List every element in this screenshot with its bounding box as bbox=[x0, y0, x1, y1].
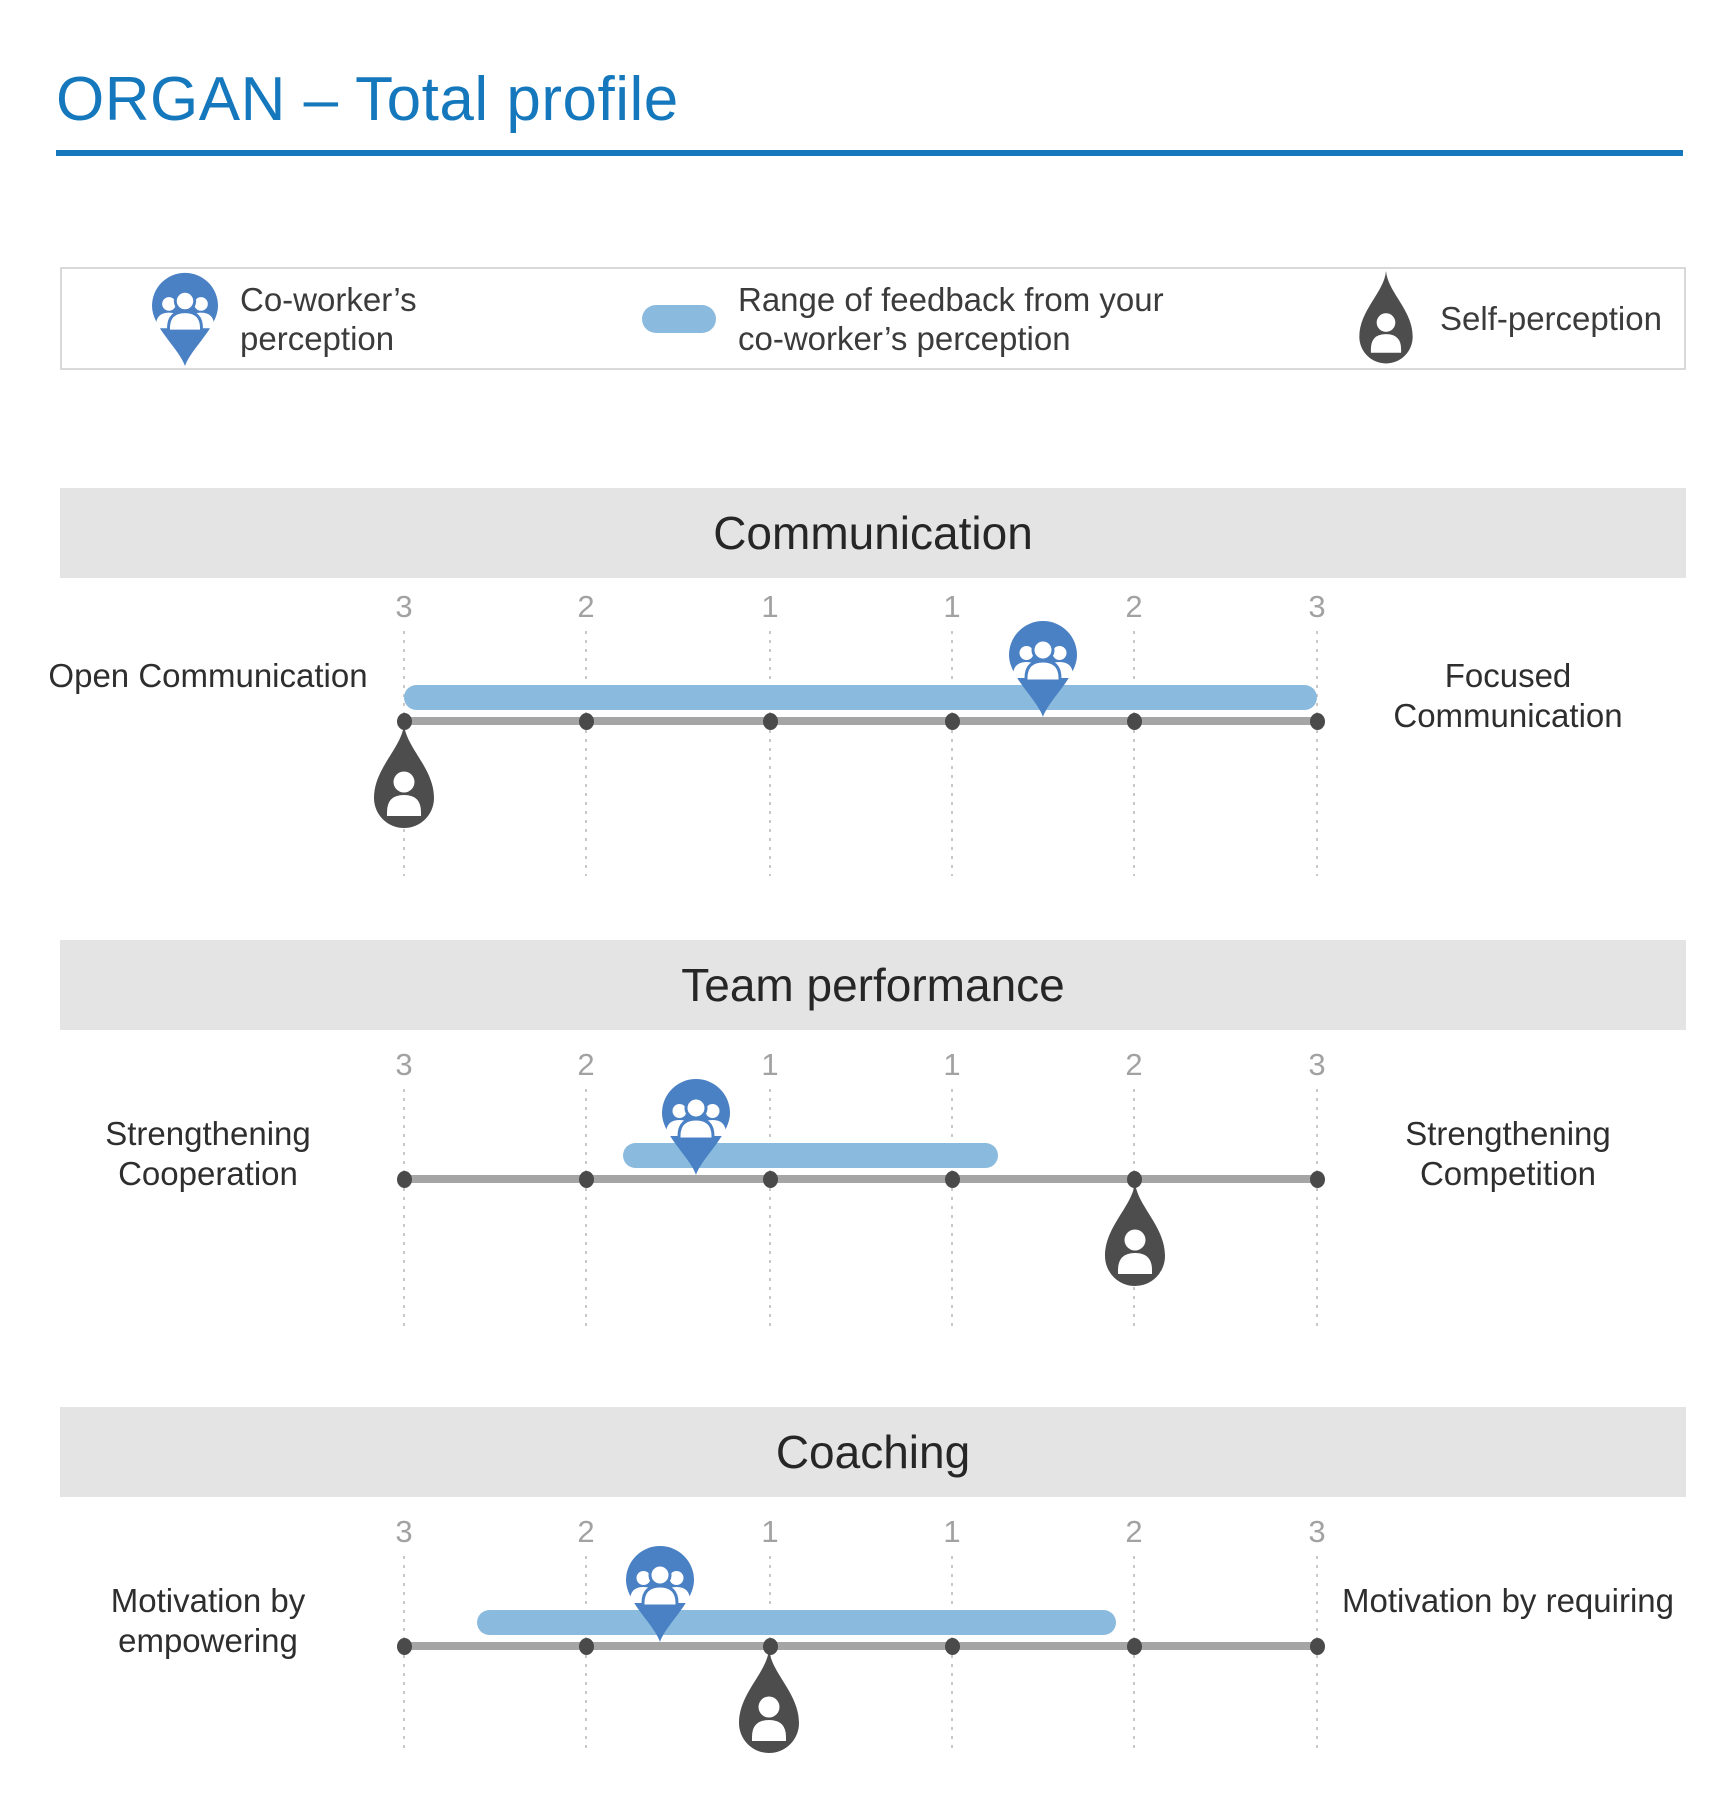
tick-label: 3 bbox=[395, 1047, 413, 1082]
tick-gridline bbox=[951, 631, 953, 876]
tick-gridline bbox=[951, 1089, 953, 1331]
tick-gridline bbox=[1133, 631, 1135, 876]
scale-dot bbox=[578, 1170, 594, 1188]
tick-label: 2 bbox=[577, 1514, 595, 1549]
coworker-range-bar bbox=[477, 1610, 1117, 1635]
tick-label: 1 bbox=[943, 1047, 961, 1082]
scale-dot bbox=[1309, 712, 1325, 730]
scale-dot bbox=[1309, 1170, 1325, 1188]
coworker-pin-icon bbox=[152, 272, 218, 367]
scale-dot bbox=[1126, 1637, 1142, 1655]
tick-gridline bbox=[585, 1556, 587, 1750]
tick-gridline bbox=[1133, 1556, 1135, 1750]
legend: Co-worker’s perception Range of feedback… bbox=[60, 267, 1686, 370]
section-header-band: Coaching bbox=[60, 1407, 1686, 1497]
title-underline bbox=[56, 150, 1683, 156]
scale-dot bbox=[578, 1637, 594, 1655]
tick-gridline bbox=[1316, 631, 1318, 876]
tick-gridline bbox=[585, 631, 587, 876]
tick-label: 1 bbox=[761, 589, 779, 624]
scale-dot bbox=[762, 712, 778, 730]
coworker-perception-pin-icon bbox=[1009, 621, 1078, 717]
scale-track bbox=[404, 717, 1317, 725]
legend-label-range: Range of feedback from your co-worker’s … bbox=[738, 280, 1164, 357]
tick-label: 1 bbox=[761, 1514, 779, 1549]
legend-label-self: Self-perception bbox=[1440, 300, 1662, 337]
tick-label: 3 bbox=[395, 589, 413, 624]
tick-gridline bbox=[403, 1089, 405, 1331]
scale-dot bbox=[762, 1637, 778, 1655]
tick-label: 2 bbox=[577, 1047, 595, 1082]
scale-dot bbox=[762, 1170, 778, 1188]
scale-dot bbox=[1126, 712, 1142, 730]
scale-dot bbox=[396, 1170, 412, 1188]
scale-dot bbox=[1309, 1637, 1325, 1655]
coworker-perception-pin-icon bbox=[625, 1546, 694, 1642]
scale-dot bbox=[944, 1170, 960, 1188]
section-title: Team performance bbox=[681, 959, 1065, 1011]
scale-track bbox=[404, 1175, 1317, 1183]
tick-label: 3 bbox=[395, 1514, 413, 1549]
left-pole-label: Open Communication bbox=[48, 657, 368, 694]
self-drop-icon bbox=[1359, 270, 1413, 363]
left-pole-label: Strengthening Cooperation bbox=[105, 1115, 311, 1192]
tick-label: 3 bbox=[1308, 1047, 1326, 1082]
tick-gridline bbox=[1316, 1089, 1318, 1331]
legend-item-coworker: Co-worker’s perception bbox=[148, 269, 455, 368]
range-pill-icon bbox=[642, 304, 716, 333]
tick-gridline bbox=[769, 1556, 771, 1750]
self-perception-drop-icon bbox=[739, 1649, 800, 1753]
section-header-band: Communication bbox=[60, 488, 1686, 578]
coworker-range-bar bbox=[623, 1143, 998, 1168]
scale-dot bbox=[578, 712, 594, 730]
tick-label: 1 bbox=[943, 589, 961, 624]
tick-gridline bbox=[769, 631, 771, 876]
coworker-perception-pin-icon bbox=[662, 1079, 731, 1175]
scale-dot bbox=[396, 1637, 412, 1655]
scale-track bbox=[404, 1642, 1317, 1650]
legend-item-self: Self-perception bbox=[1354, 269, 1662, 368]
tick-gridline bbox=[585, 1089, 587, 1331]
legend-item-range: Range of feedback from your co-worker’s … bbox=[642, 269, 1188, 368]
tick-label: 3 bbox=[1308, 1514, 1326, 1549]
tick-gridline bbox=[403, 1556, 405, 1750]
scale-dot bbox=[396, 712, 412, 730]
tick-label: 3 bbox=[1308, 589, 1326, 624]
section-title: Communication bbox=[713, 507, 1033, 559]
tick-gridline bbox=[403, 631, 405, 876]
right-pole-label: Focused Communication bbox=[1393, 657, 1623, 734]
tick-label: 2 bbox=[577, 589, 595, 624]
tick-gridline bbox=[1316, 1556, 1318, 1750]
legend-label-coworker: Co-worker’s perception bbox=[240, 280, 417, 357]
tick-gridline bbox=[1133, 1089, 1135, 1331]
left-pole-label: Motivation by empowering bbox=[110, 1582, 306, 1659]
self-perception-drop-icon bbox=[1104, 1182, 1165, 1286]
tick-label: 2 bbox=[1125, 589, 1143, 624]
section-title: Coaching bbox=[775, 1426, 971, 1478]
scale-dot bbox=[944, 1637, 960, 1655]
section-header-band: Team performance bbox=[60, 940, 1686, 1030]
self-perception-drop-icon bbox=[374, 724, 434, 828]
tick-label: 2 bbox=[1125, 1514, 1143, 1549]
tick-gridline bbox=[769, 1089, 771, 1331]
scale-dot bbox=[1126, 1170, 1142, 1188]
coworker-range-bar bbox=[404, 685, 1318, 710]
tick-label: 1 bbox=[761, 1047, 779, 1082]
tick-gridline bbox=[951, 1556, 953, 1750]
page-title: ORGAN – Total profile bbox=[56, 65, 679, 134]
right-pole-label: Motivation by requiring bbox=[1342, 1582, 1674, 1619]
right-pole-label: Strengthening Competition bbox=[1405, 1115, 1611, 1192]
tick-label: 1 bbox=[943, 1514, 961, 1549]
scale-dot bbox=[944, 712, 960, 730]
tick-label: 2 bbox=[1125, 1047, 1143, 1082]
